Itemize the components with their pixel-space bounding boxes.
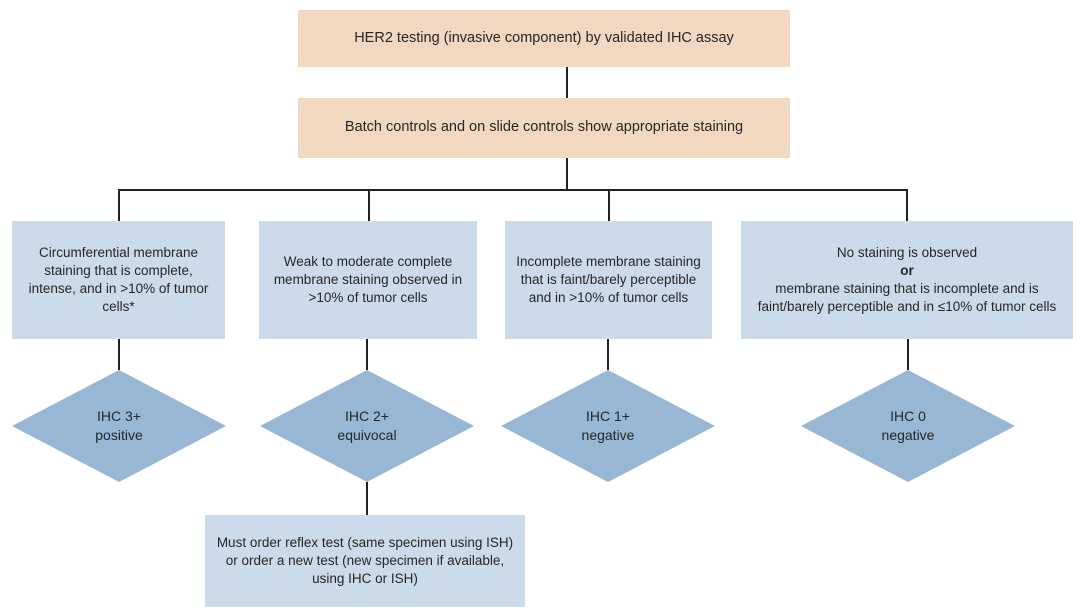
- batch-controls-box: Batch controls and on slide controls sho…: [298, 98, 790, 158]
- connector-criteria3-to-result3: [607, 339, 609, 370]
- her2-testing-box: HER2 testing (invasive component) by val…: [298, 10, 790, 67]
- result-diamond-ihc1-negative: IHC 1+ negative: [501, 370, 715, 482]
- result4-line2: negative: [881, 427, 935, 443]
- result1-line1: IHC 3+: [97, 408, 141, 425]
- connector-criteria2-to-result2: [366, 339, 368, 370]
- drop-to-criteria-4: [906, 189, 908, 221]
- criteria-ihc0-line2: membrane staining that is incomplete and…: [757, 281, 1057, 314]
- connector-result2-to-reflex: [366, 482, 368, 515]
- criteria-ihc0-line1: No staining is observed: [836, 245, 978, 261]
- criteria-ihc0-or: or: [900, 263, 914, 279]
- criteria-box-ihc2: Weak to moderate complete membrane stain…: [259, 221, 477, 339]
- criteria-box-ihc0-text: No staining is observed or membrane stai…: [751, 244, 1063, 315]
- result2-line2: equivocal: [337, 427, 397, 443]
- result-diamond-ihc3-positive: IHC 3+ positive: [12, 370, 226, 482]
- result4-line1: IHC 0: [890, 408, 926, 425]
- branch-rail: [118, 189, 908, 191]
- connector-criteria4-to-result4: [907, 339, 909, 370]
- result-diamond-ihc2-equivocal: IHC 2+ equivocal: [260, 370, 474, 482]
- reflex-test-box: Must order reflex test (same specimen us…: [205, 515, 525, 607]
- drop-to-criteria-1: [118, 189, 120, 221]
- result3-line1: IHC 1+: [586, 408, 630, 425]
- criteria-box-ihc3: Circumferential membrane staining that i…: [12, 221, 225, 339]
- drop-to-criteria-2: [368, 189, 370, 221]
- result3-line2: negative: [581, 427, 635, 443]
- result-diamond-ihc0-negative: IHC 0 negative: [801, 370, 1015, 482]
- connector-top-to-controls: [566, 67, 568, 98]
- result1-line2: positive: [95, 427, 143, 443]
- drop-to-criteria-3: [608, 189, 610, 221]
- connector-controls-to-rail: [566, 158, 568, 189]
- connector-criteria1-to-result1: [118, 339, 120, 370]
- criteria-box-ihc1: Incomplete membrane staining that is fai…: [505, 221, 712, 339]
- criteria-box-ihc0: No staining is observed or membrane stai…: [741, 221, 1073, 339]
- result2-line1: IHC 2+: [345, 408, 389, 425]
